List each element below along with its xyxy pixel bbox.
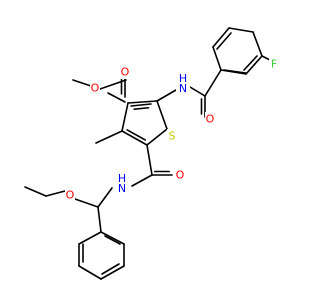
o_ester_carbonyl-label-bg (120, 65, 130, 79)
thiophene-bond-c5-s (146, 128, 168, 146)
ester-c-to-o-bond (99, 79, 127, 90)
phenyl-double-1 (104, 235, 121, 245)
phenyl-double-2 (101, 263, 120, 275)
fluoro-ring-double-2 (243, 55, 258, 71)
bond-layer (24, 27, 273, 280)
fluoro-ring-double-3 (223, 69, 247, 74)
s_thiophene-label-bg (167, 129, 177, 143)
fluoro-ring-bond-3 (228, 27, 254, 33)
fluoro-ring-double-1 (216, 32, 232, 50)
o_ester_single-label-bg (90, 81, 100, 95)
f_fluoro-label: F (271, 58, 277, 71)
n_amide_bottom-n-label: N (118, 182, 126, 195)
o_ether-label: O (66, 189, 75, 202)
o_amide_bottom-label-bg (175, 168, 185, 182)
thiophene-bond-c4-c5 (121, 130, 148, 146)
nh-to-ring-bond (97, 187, 113, 208)
o_amide_bottom-label: O (176, 169, 185, 182)
fluoro-ring-bond-1 (212, 46, 222, 71)
o_ester_single-label: O (91, 82, 100, 95)
o_amide_top-label: O (206, 113, 215, 126)
n_amide_top-label: NH (179, 72, 187, 95)
o-ether-to-ethyl-bond (45, 190, 66, 197)
phenyl-bond-2 (100, 231, 125, 245)
phenyl-bond-1 (97, 206, 102, 233)
o_ester_carbonyl-label: O (121, 66, 130, 79)
phenyl-bond-4 (100, 265, 125, 280)
phenyl-bond-7 (78, 231, 102, 245)
c5-to-carbonyl-bond (146, 144, 153, 176)
carbonyl-to-nh-bond (131, 174, 153, 187)
fluoro-ring-bond-2 (212, 27, 230, 48)
thiophene-bond-s-c2 (156, 100, 168, 130)
o_ether-label-bg (65, 188, 75, 202)
carbonyl-to-ring-bond (204, 69, 222, 97)
thiophene-bond-c3-c4 (121, 102, 129, 132)
s_thiophene-label: S (169, 130, 176, 143)
n_amide_top-label-bg (176, 78, 190, 92)
n_amide_bottom-label: NH (118, 172, 126, 195)
thiophene-bond-c4-c5-inner (126, 129, 147, 141)
nh-to-carbonyl-bond (189, 86, 206, 97)
n_amide_top-h-label: H (179, 72, 187, 85)
ester-c-to-ring-bond (107, 92, 126, 103)
f_fluoro-label-bg (269, 57, 279, 71)
thiophene-double-c2-c3-inner (133, 106, 150, 111)
phenyl-bond-5 (78, 265, 102, 280)
n_amide_top-n-label: N (179, 82, 187, 95)
fluoro-ring-bond-4 (252, 31, 263, 57)
c2-to-nh-bond (156, 89, 177, 102)
fluoro-ring-bond-5 (245, 55, 263, 75)
o_amide_top-label-bg (205, 112, 215, 126)
thiophene-bond-c3-c2 (127, 100, 158, 104)
thiophene-double-c2-c3 (130, 103, 152, 107)
n_amide_bottom-label-bg (115, 178, 129, 192)
ethyl-bond (24, 186, 47, 197)
ring-to-o-ether-bond (74, 198, 99, 208)
n_amide_bottom-h-label: H (118, 172, 126, 185)
methyl-bond (95, 130, 123, 144)
